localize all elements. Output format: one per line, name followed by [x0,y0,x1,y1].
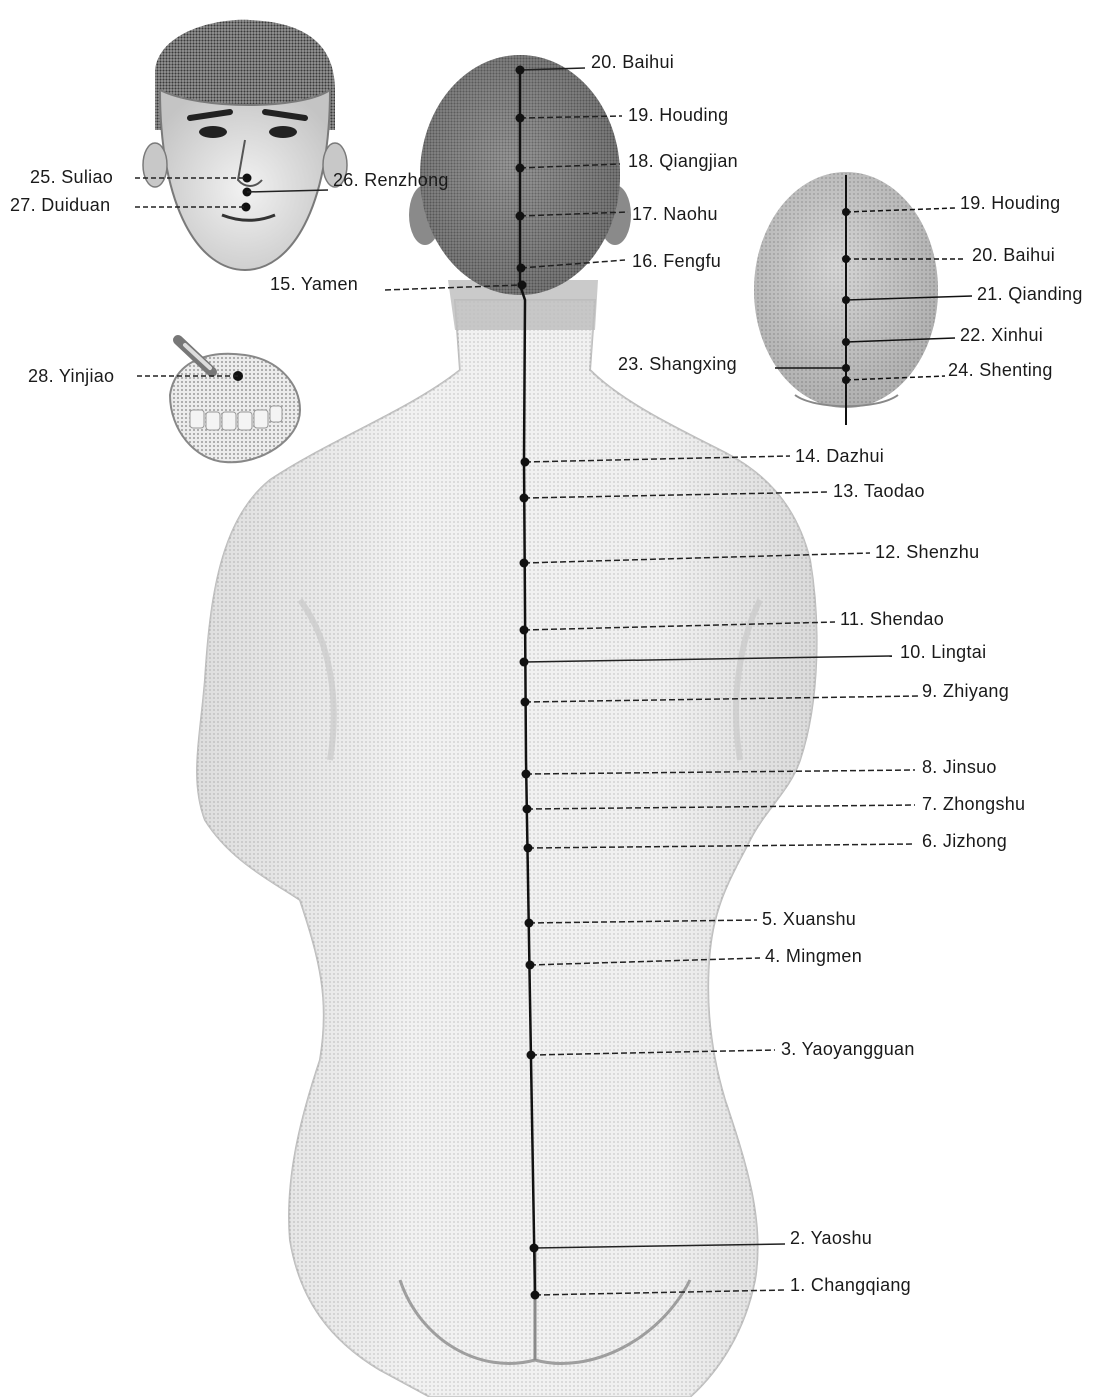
label-renzhong: 26. Renzhong [333,171,449,189]
point-naohu [516,212,525,221]
point-houding [516,114,525,123]
label-xuanshu: 5. Xuanshu [762,910,856,928]
label-houding-top: 19. Houding [960,194,1060,212]
label-jinsuo: 8. Jinsuo [922,758,997,776]
label-shenzhu: 12. Shenzhu [875,543,979,561]
label-shangxing: 23. Shangxing [618,355,737,373]
label-xinhui: 22. Xinhui [960,326,1043,344]
front-face-inset [143,20,347,270]
point-changqiang [531,1291,540,1300]
label-shenting: 24. Shenting [948,361,1053,379]
label-changqiang: 1. Changqiang [790,1276,911,1294]
point-baihui [516,66,525,75]
label-houding-back: 19. Houding [628,106,728,124]
label-jizhong: 6. Jizhong [922,832,1007,850]
label-yaoshu: 2. Yaoshu [790,1229,872,1247]
label-shendao: 11. Shendao [840,610,944,628]
label-lingtai: 10. Lingtai [900,643,986,661]
label-yinjiao: 28. Yinjiao [28,367,114,385]
point-jinsuo [522,770,531,779]
label-dazhui: 14. Dazhui [795,447,884,465]
label-qianding: 21. Qianding [977,285,1083,303]
point-jizhong [524,844,533,853]
point-lingtai [520,658,529,667]
label-baihui-back: 20. Baihui [591,53,674,71]
point-taodao [520,494,529,503]
point-yaoyangguan [527,1051,536,1060]
point-zhiyang [521,698,530,707]
point-mingmen [526,961,535,970]
label-baihui-top: 20. Baihui [972,246,1055,264]
point-xuanshu [525,919,534,928]
point-shendao [520,626,529,635]
label-taodao: 13. Taodao [833,482,925,500]
label-yamen: 15. Yamen [270,275,358,293]
point-qiangjian [516,164,525,173]
label-qiangjian: 18. Qiangjian [628,152,738,170]
label-fengfu: 16. Fengfu [632,252,721,270]
point-zhongshu [523,805,532,814]
label-suliao: 25. Suliao [30,168,113,186]
point-shenzhu [520,559,529,568]
back-figure [197,55,816,1397]
point-dazhui [521,458,530,467]
point-yaoshu [530,1244,539,1253]
point-yamen [518,281,527,290]
lip-gum-inset [170,340,300,462]
label-mingmen: 4. Mingmen [765,947,862,965]
label-naohu: 17. Naohu [632,205,718,223]
point-fengfu [517,264,526,273]
label-yaoyangguan: 3. Yaoyangguan [781,1040,915,1058]
top-head-inset [754,172,972,425]
label-zhongshu: 7. Zhongshu [922,795,1025,813]
label-zhiyang: 9. Zhiyang [922,682,1009,700]
label-duiduan: 27. Duiduan [10,196,110,214]
